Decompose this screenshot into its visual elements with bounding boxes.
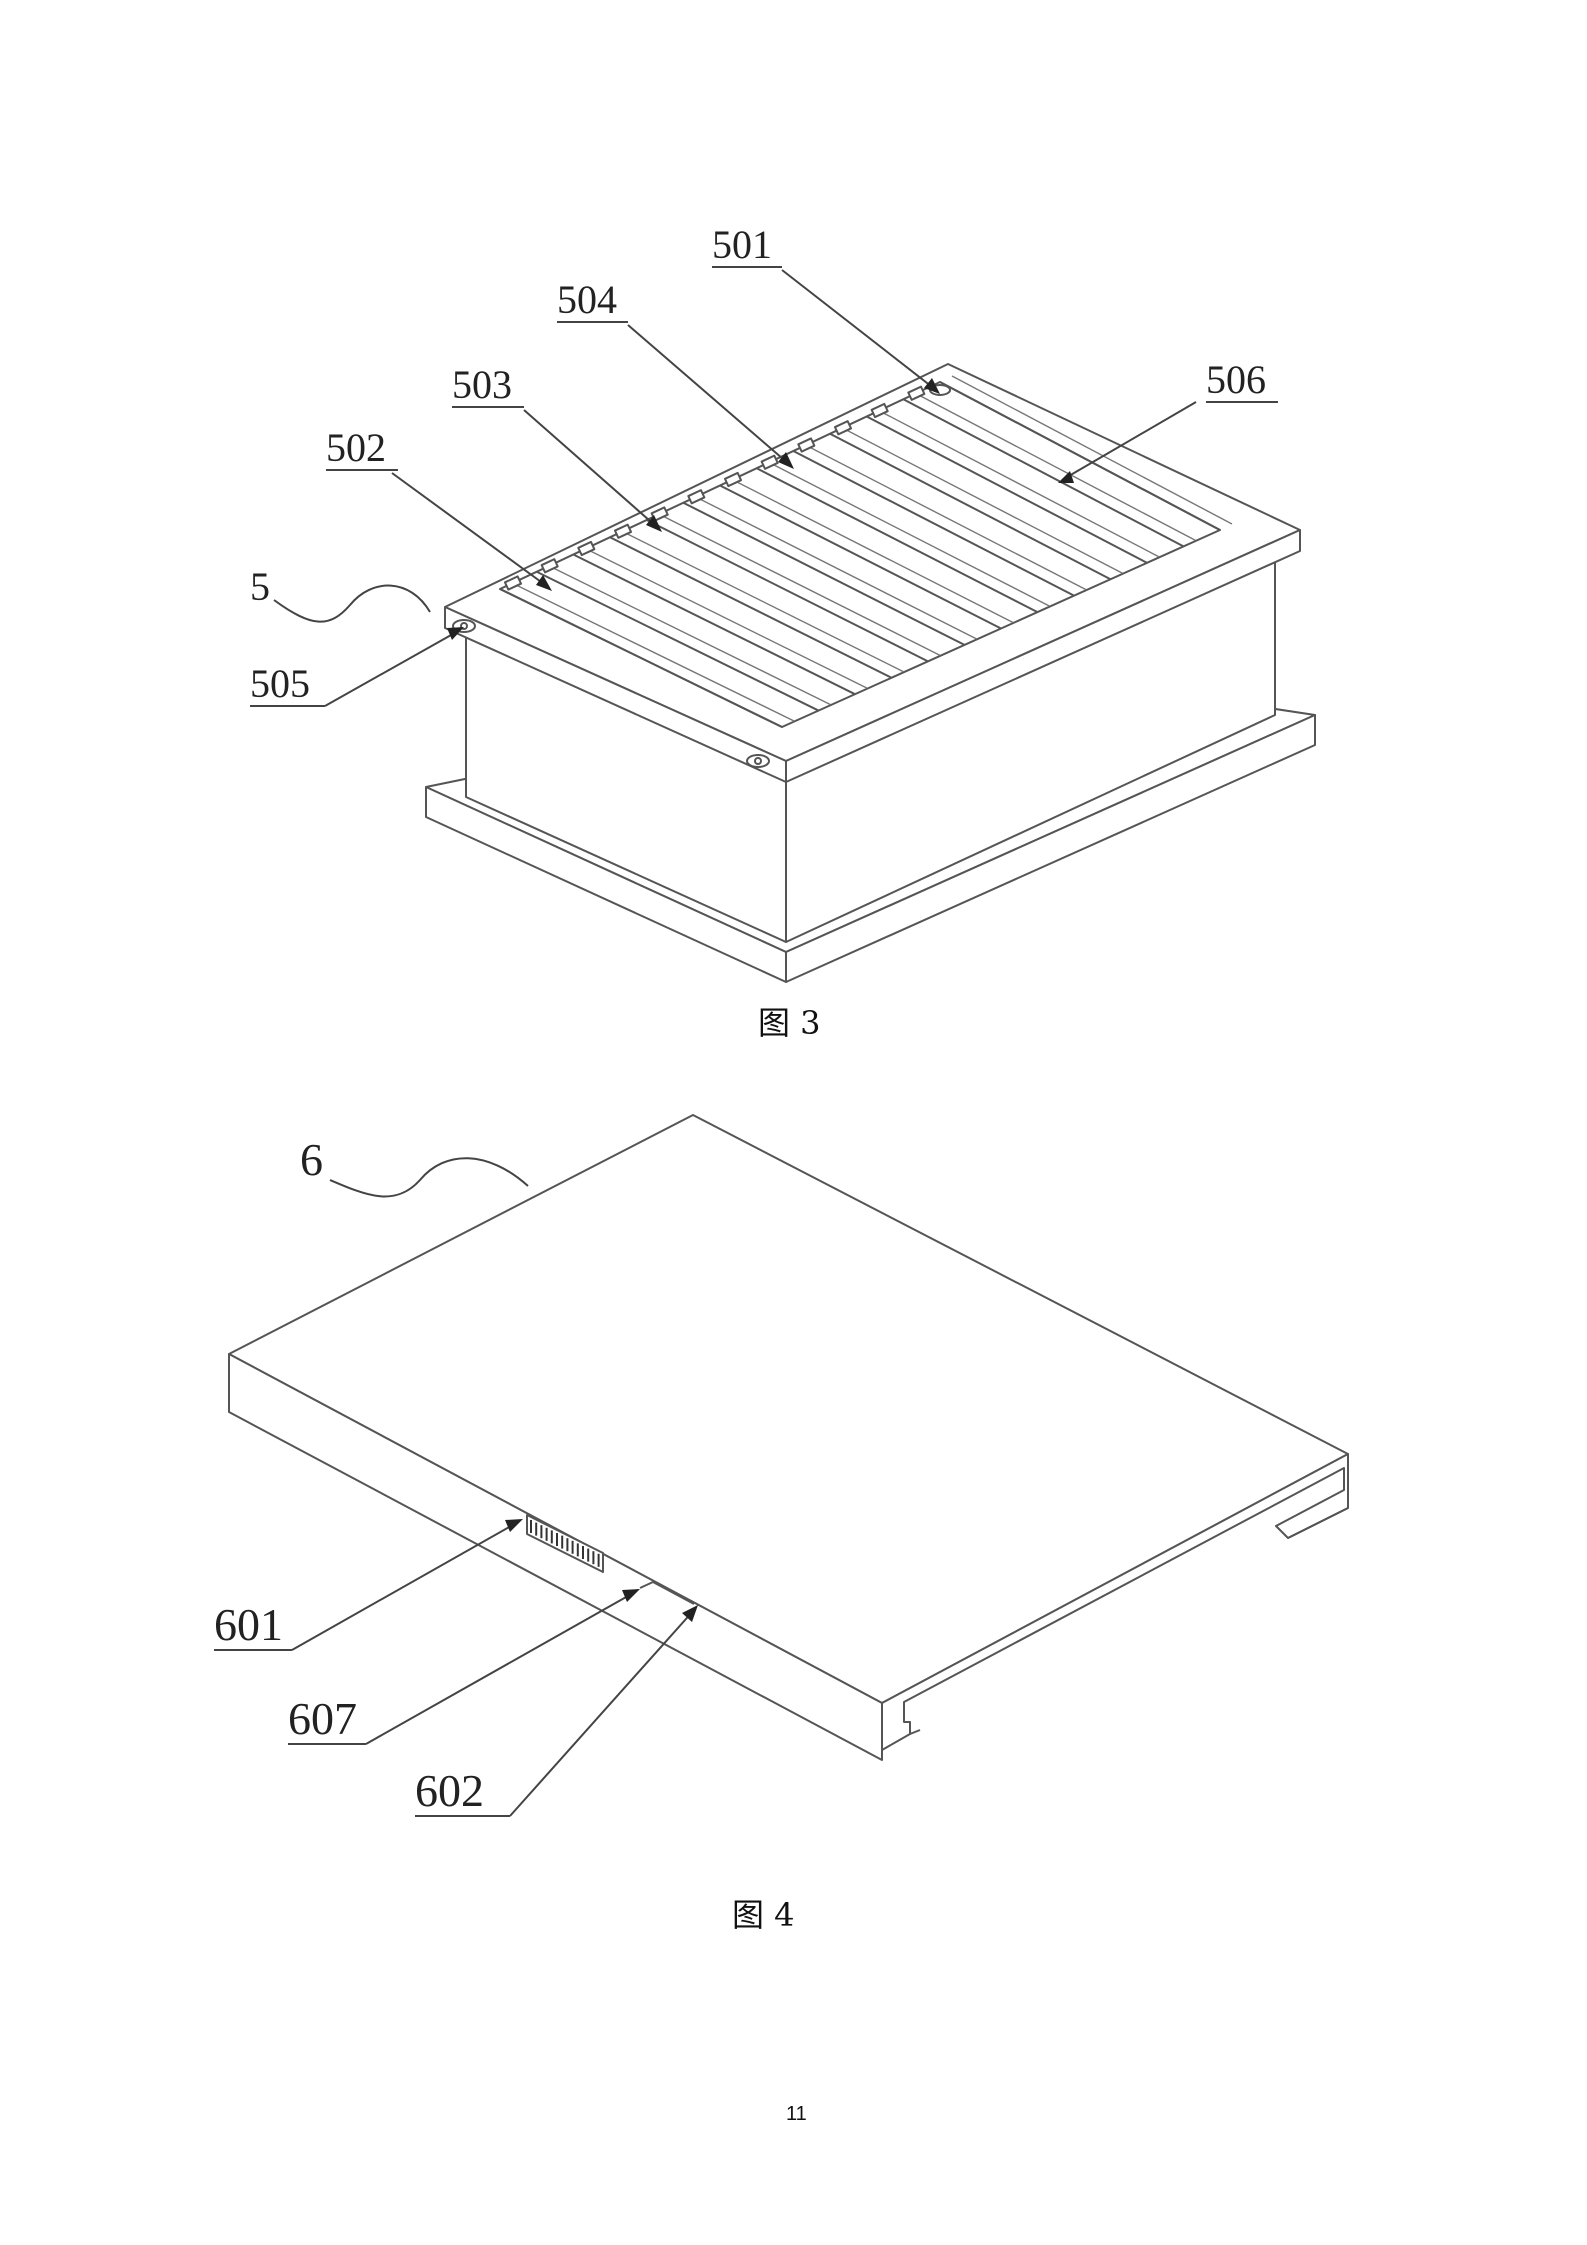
leader-arrow-503 [646,515,662,532]
slat-inner-edge [511,582,795,722]
slat-edge [572,553,856,696]
leader-arrow-502 [536,575,552,591]
vent-slot-601 [526,1514,604,1573]
leader-line-607 [365,1591,636,1745]
lid-channel-lip-front [909,1729,921,1735]
leader-line-602 [509,1609,695,1817]
slat-inner-edge [695,496,977,640]
slat-clip [503,575,523,591]
slat-clip [687,489,706,505]
leader-line-601 [291,1521,519,1651]
slat-edge [719,484,1002,630]
slat-edge [646,519,929,663]
leader-arrow-501 [924,378,940,394]
lid-channel-lip [1287,1507,1349,1539]
label-501: 501 [712,222,772,267]
slat-inner-edge [731,478,1014,624]
slat-group [499,375,1233,728]
leader-line-5 [273,584,431,623]
slat-inner-edge [915,392,1196,542]
figure-3-tray-drawing: 501 504 503 506 502 5 505 图 3 [250,222,1316,1042]
leader-line-501 [781,269,937,391]
leader-line-6 [329,1157,529,1198]
leader-line-504 [627,324,791,466]
label-601: 601 [214,1599,283,1650]
leader-arrow-506 [1058,471,1074,483]
label-602: 602 [415,1765,484,1816]
slat-edge [866,415,1148,564]
leader-arrow-602 [682,1605,698,1622]
slat-inner-edge [548,565,831,706]
slat-clip [833,420,853,436]
label-607: 607 [288,1693,357,1744]
label-505: 505 [250,661,310,706]
leader-arrow-505 [447,627,464,640]
slat-edge [609,536,892,679]
label-503: 503 [452,362,512,407]
slat-clip [870,402,889,419]
figure-4-lid-drawing: 6 601 607 602 图 4 [214,1114,1349,1934]
slat-inner-edge [878,409,1160,558]
slat-clip [540,558,559,574]
slat-clip [760,454,779,470]
slat-edge [939,381,1221,531]
slat-inner-edge [768,461,1050,607]
slat-edge [499,588,783,728]
slat-inner-edge [585,547,868,689]
leader-line-505 [324,629,461,707]
slat-clip [907,385,926,401]
lid-top-surface [228,1114,1349,1704]
slat-inner-edge [951,375,1233,525]
slat-edge [792,450,1075,597]
notch-602 [639,1581,695,1605]
slat-edge [829,432,1111,581]
slat-inner-edge [621,530,904,673]
slat-clip [613,523,633,539]
leader-arrow-601 [505,1519,523,1532]
slat-edge [682,501,965,646]
slat-clip [797,437,816,453]
label-506: 506 [1206,357,1266,402]
figure-4-caption: 图 4 [732,1896,795,1934]
leader-arrow-504 [778,452,794,469]
slat-inner-edge [805,444,1087,591]
slat-edge [902,398,1184,548]
slat-inner-edge [658,513,941,656]
label-502: 502 [326,425,386,470]
figure-3-caption: 图 3 [758,1004,821,1042]
slat-clip [577,540,596,557]
label-504: 504 [557,277,617,322]
leader-line-502 [391,472,549,588]
label-5: 5 [250,564,270,609]
leader-line-506 [1061,401,1197,481]
label-6: 6 [300,1134,323,1185]
slat-edge [756,467,1038,613]
hinge-front-right [746,754,770,768]
slat-inner-edge [841,427,1123,574]
slat-clip [723,471,743,488]
leader-line-503 [523,409,659,529]
page-number: 11 [786,2103,807,2125]
leader-arrow-607 [622,1589,640,1602]
slat-edge [536,570,819,712]
